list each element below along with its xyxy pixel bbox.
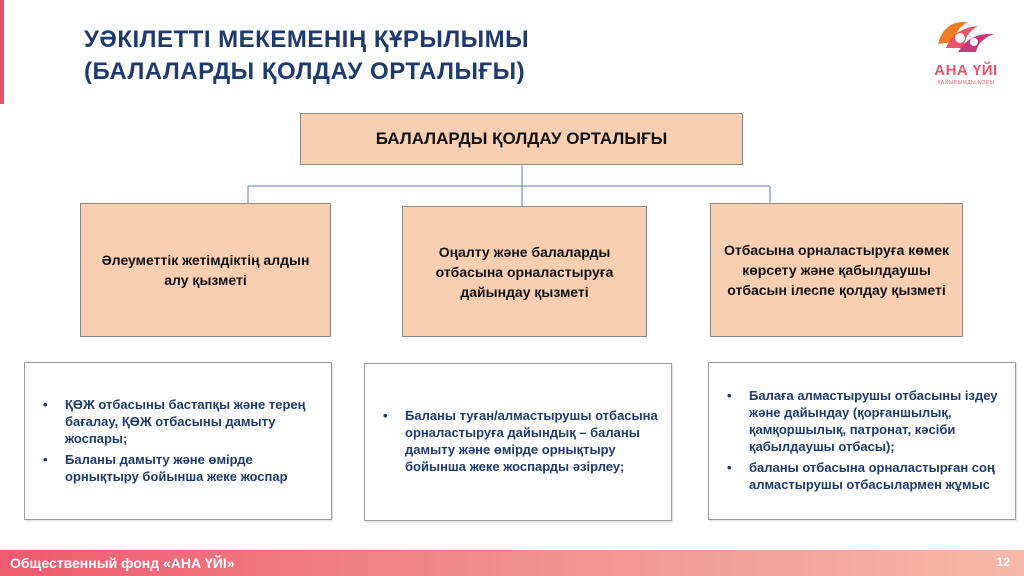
department-title: Оңалту және балаларды отбасына орналасты… — [435, 243, 614, 300]
list-item: Баланы туған/алмастырушы отбасына орнала… — [383, 407, 665, 475]
department-box-prevention: Әлеуметтік жетімдіктің алдын алу қызметі — [80, 203, 331, 337]
footer-text: Общественный фонд «АНА ҮЙІ» — [10, 555, 235, 571]
logo-mark-icon — [938, 21, 994, 52]
list-item: Баланы дамыту және өмірде орнықтыру бойы… — [43, 451, 325, 485]
task-list-prevention: ҚӨЖ отбасыны бастапқы және терең бағалау… — [24, 362, 332, 520]
root-box: БАЛАЛАРДЫ ҚОЛДАУ ОРТАЛЫҒЫ — [300, 113, 743, 165]
list-item: ҚӨЖ отбасыны бастапқы және терең бағалау… — [43, 396, 325, 447]
footer-bar: Общественный фонд «АНА ҮЙІ» 12 — [0, 550, 1024, 576]
title-line-2: (БАЛАЛАРДЫ ҚОЛДАУ ОРТАЛЫҒЫ) — [84, 58, 526, 85]
root-label: БАЛАЛАРДЫ ҚОЛДАУ ОРТАЛЫҒЫ — [375, 129, 668, 148]
page-title: УӘКІЛЕТТІ МЕКЕМЕНІҢ ҚҰРЫЛЫМЫ (БАЛАЛАРДЫ … — [84, 24, 884, 88]
logo-name: АНА ҮЙІ — [934, 62, 998, 79]
logo-subtitle: ҚАЙЫРЫМДЫ ҚОРЫ — [937, 80, 995, 86]
task-list-placement-support: Балаға алмастырушы отбасыны іздеу және д… — [708, 362, 1016, 520]
department-box-rehabilitation: Оңалту және балаларды отбасына орналасты… — [402, 206, 647, 337]
department-title: Отбасына орналастыруға көмек көрсету жән… — [723, 242, 950, 298]
task-list-rehabilitation: Баланы туған/алмастырушы отбасына орнала… — [364, 363, 672, 521]
department-box-placement-support: Отбасына орналастыруға көмек көрсету жән… — [710, 203, 963, 337]
department-title: Әлеуметтік жетімдіктің алдын алу қызметі — [101, 252, 310, 288]
list-item: баланы отбасына орналастырған соң алмаст… — [727, 459, 1009, 493]
list-item: Балаға алмастырушы отбасыны іздеу және д… — [727, 387, 1009, 455]
ana-uyi-logo: АНА ҮЙІ ҚАЙЫРЫМДЫ ҚОРЫ — [928, 14, 1004, 88]
page-number: 12 — [996, 555, 1010, 569]
accent-bar — [0, 0, 4, 104]
title-line-1: УӘКІЛЕТТІ МЕКЕМЕНІҢ ҚҰРЫЛЫМЫ — [84, 26, 530, 53]
